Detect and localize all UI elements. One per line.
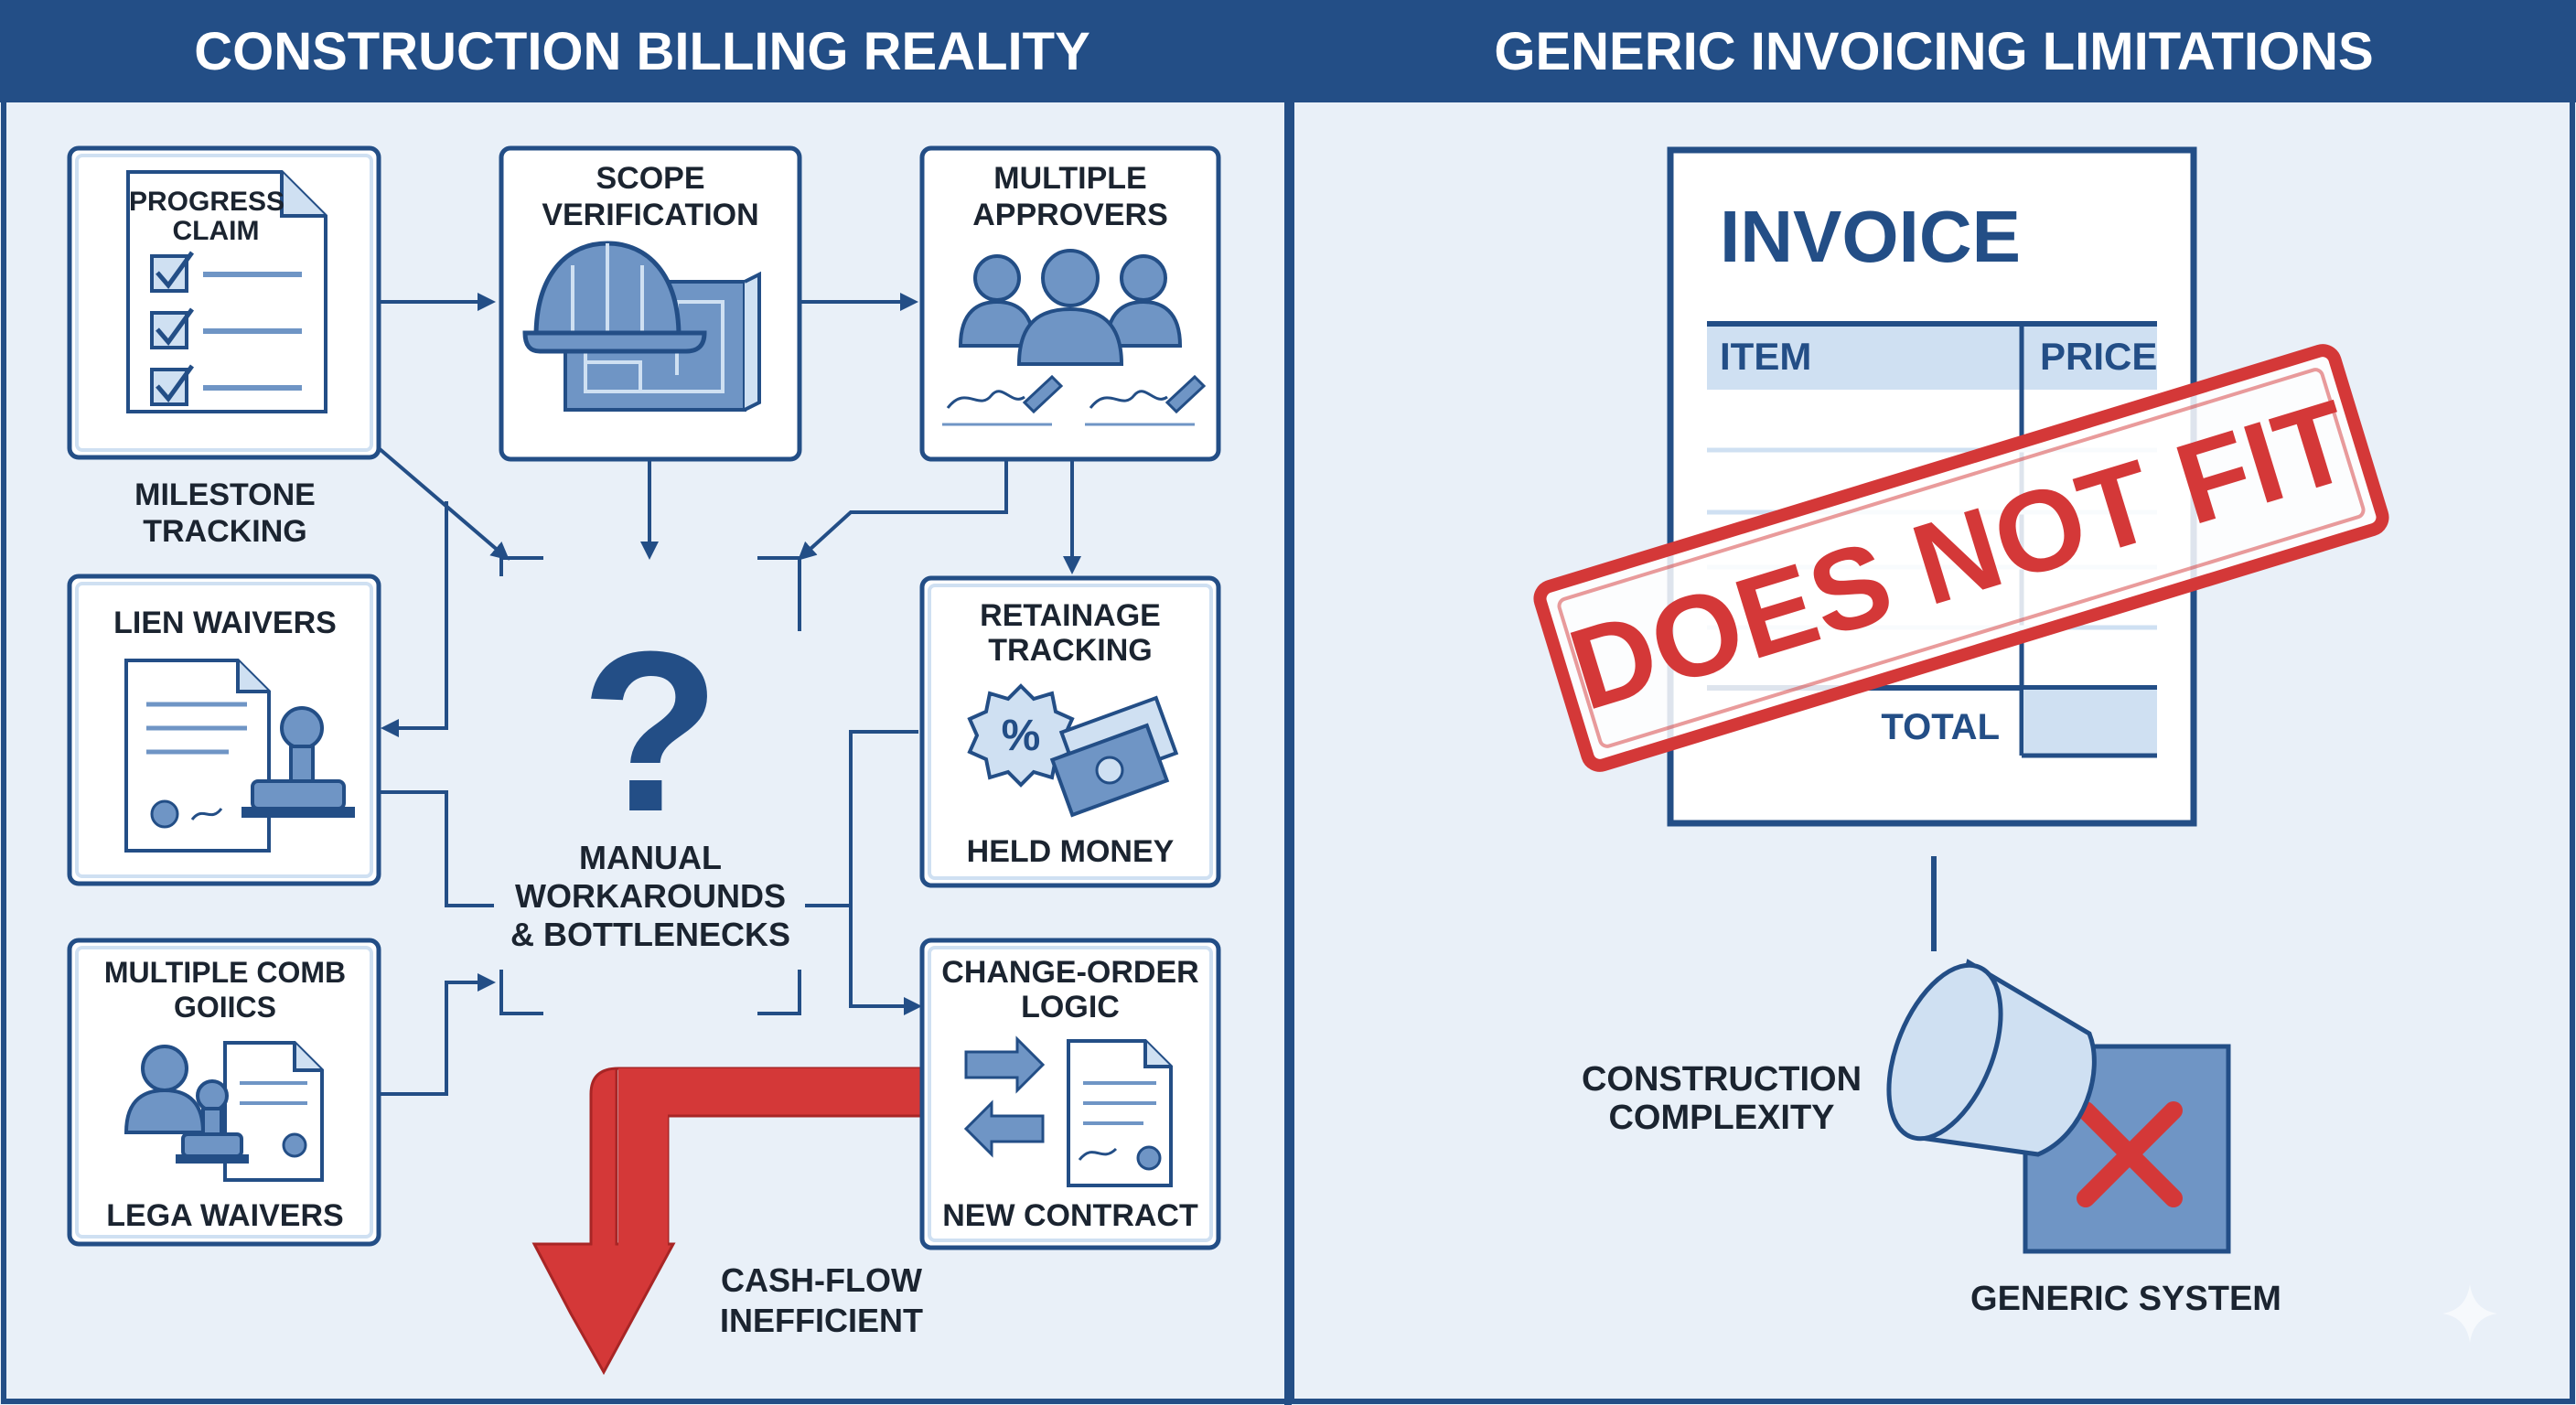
percent-badge-icon: % [967,683,1075,788]
scope-verification-box: SCOPE VERIFICATION [499,145,802,462]
link-lien-to-center [379,790,494,907]
lien-title: LIEN WAIVERS [113,606,337,640]
left-header-title: CONSTRUCTION BILLING REALITY [194,22,1090,81]
generic-system-label: GENERIC SYSTEM [1970,1280,2281,1318]
progress-claim-box: PROGRESS CLAIM [67,145,381,460]
change-title-1: CHANGE-ORDER [941,955,1198,990]
sparkle-icon [2442,1284,2497,1343]
retainage-title-2: TRACKING [988,633,1152,668]
arrow-to-lien [381,501,448,737]
complexity-label-1: CONSTRUCTION [1582,1060,1862,1099]
bracket-top-left [499,556,543,576]
new-contract-caption: NEW CONTRACT [942,1198,1198,1233]
legal-caption: LEGA WAIVERS [106,1198,343,1233]
progress-claim-title-1: PROGRESS [129,187,284,217]
legal-title-1: MULTIPLE COMB [104,956,346,989]
invoice-col-item: ITEM [1720,335,1811,378]
hard-hat-icon [522,241,707,354]
center-line-3: & BOTTLENECKS [510,916,790,953]
center-line-1: MANUAL [579,839,722,876]
contract-document-icon [223,1041,324,1182]
cash-flow-label-1: CASH-FLOW [721,1261,922,1299]
legal-title-2: GOIICS [174,991,276,1024]
construction-complexity-cylinder [1886,959,2097,1157]
lien-waivers-box: LIEN WAIVERS [67,574,381,886]
invoice-title: INVOICE [1720,196,2021,277]
milestone-caption-2: TRACKING [143,514,306,549]
document-checklist-icon [126,170,327,413]
cash-flow-arrow [531,1067,922,1376]
bracket-top-right [757,556,801,631]
arrow-approvers-to-center [798,461,1008,561]
arrow-progress-to-center [377,446,510,561]
right-header-bar [1292,0,2576,102]
x-mark-icon [2077,1101,2183,1207]
manual-workarounds-center: ? MANUAL WORKAROUNDS & BOTTLENECKS [510,604,790,953]
arrow-legal-to-center [379,973,496,1096]
link-retainage-to-center [805,730,918,907]
new-contract-document-icon [1067,1039,1173,1187]
change-title-2: LOGIC [1021,990,1120,1024]
svg-text:%: % [1002,712,1041,760]
bracket-bottom-right [757,970,801,1015]
legal-document-icon [124,659,271,853]
multiple-legal-box: MULTIPLE COMB GOIICS LEGA WAIVERS [67,938,381,1247]
retainage-tracking-box: RETAINAGE TRACKING % HELD MONEY [919,575,1221,888]
stamp-icon [176,1079,249,1164]
right-header-title: GENERIC INVOICING LIMITATIONS [1494,22,2373,81]
milestone-caption-1: MILESTONE [134,477,316,512]
signature-pen-icon-2 [1085,374,1207,426]
signature-pen-icon-1 [942,374,1064,426]
scope-title-1: SCOPE [596,161,704,196]
scope-title-2: VERIFICATION [542,198,758,232]
money-bills-icon [1049,695,1179,818]
approvers-title-1: MULTIPLE [993,161,1146,196]
invoice-col-price: PRICE [2040,335,2157,378]
invoice-total-label: TOTAL [1881,707,2000,747]
change-order-box: CHANGE-ORDER LOGIC NEW CONTRACT [919,938,1221,1250]
complexity-label-2: COMPLEXITY [1608,1099,1834,1137]
rubber-stamp-icon [242,706,355,818]
multiple-approvers-box: MULTIPLE APPROVERS [919,145,1221,462]
cash-flow-label-2: INEFFICIENT [720,1302,923,1339]
center-line-2: WORKAROUNDS [515,877,786,915]
person-icon [123,1045,206,1134]
panel-divider [1284,0,1292,1405]
bracket-bottom-left [499,970,543,1015]
question-mark-icon: ? [581,604,721,859]
progress-claim-title-2: CLAIM [173,216,260,246]
retainage-title-1: RETAINAGE [980,598,1161,633]
arrow-center-to-change [849,906,922,1015]
left-header-bar [0,0,1288,102]
held-money-caption: HELD MONEY [967,834,1175,869]
approvers-title-2: APPROVERS [972,198,1168,232]
people-group-icon [958,249,1183,366]
swap-arrows-icon [963,1035,1046,1158]
